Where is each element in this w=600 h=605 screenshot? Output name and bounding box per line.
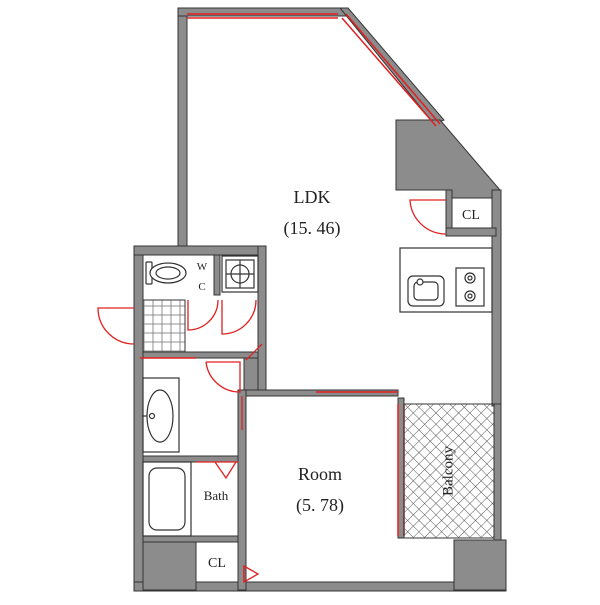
closet-bottom-label: CL	[208, 556, 226, 571]
wall-right	[491, 189, 502, 407]
bath-label: Bath	[204, 488, 229, 503]
balcony: Balcony	[403, 403, 502, 541]
wall-wet-right	[257, 245, 267, 393]
wall-balcony-left	[397, 397, 405, 539]
entrance-door[interactable]	[97, 307, 135, 345]
ldk-label: LDK	[294, 187, 331, 207]
stove-icon	[221, 255, 259, 293]
wall-room-top	[237, 389, 399, 397]
wall-wet-top	[133, 245, 267, 256]
bathtub-icon	[142, 461, 192, 537]
wall-upper-right-block	[395, 119, 501, 199]
wall-wc-bottom	[142, 351, 259, 359]
doors	[97, 199, 447, 584]
stove-burners-icon	[455, 267, 485, 307]
wall-ldk-left	[177, 7, 188, 249]
closet-ldk-label: CL	[462, 208, 480, 223]
ldk-size-label: (15. 46)	[284, 218, 341, 239]
room-size-label: (5. 78)	[296, 495, 344, 516]
wall-bath-top	[142, 455, 239, 463]
balcony-label: Balcony	[440, 446, 456, 496]
room-label: Room	[298, 464, 342, 484]
closet-bottom	[195, 541, 239, 583]
washroom-door[interactable]	[205, 361, 241, 393]
walls	[133, 7, 507, 592]
wall-top	[177, 7, 349, 17]
inner-door-a[interactable]	[221, 299, 257, 335]
wall-bottom-right-block	[453, 539, 507, 591]
closet-ldk	[451, 197, 493, 229]
wall-closet-bottom	[445, 227, 497, 237]
wall-wc-right	[213, 254, 221, 296]
wall-bath-bottom	[142, 535, 239, 543]
wall-closet-divider	[445, 189, 453, 231]
wall-left-lower	[133, 245, 144, 591]
toilet-icon	[145, 261, 187, 285]
closet-ldk-door[interactable]	[409, 199, 447, 235]
wc-label-w: W	[197, 261, 208, 273]
wc-label-c: C	[198, 281, 205, 293]
wall-room-left	[237, 389, 247, 591]
laundry-tray-icon	[142, 299, 186, 353]
wall-bottom-left-block	[142, 539, 197, 591]
wall-shaft	[243, 357, 259, 391]
washbasin-icon	[142, 377, 180, 453]
